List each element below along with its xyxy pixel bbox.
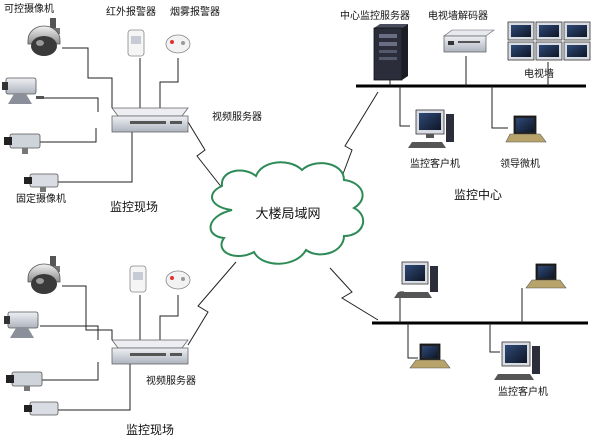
infrared-alarm-top-icon	[127, 29, 145, 57]
link-top-site-to-lan	[187, 121, 231, 199]
video-server-bottom-icon	[111, 339, 189, 365]
remote-laptop-1-icon	[525, 263, 567, 289]
box-camera-bottom-3-icon	[24, 401, 59, 416]
box-camera-top-2-icon	[4, 133, 41, 154]
decoder-label: 电视墙解码器	[428, 9, 488, 22]
video-server-bottom-label: 视频服务器	[146, 374, 196, 387]
dome-camera-label: 可控摄像机	[4, 2, 54, 15]
site-bottom-label: 监控现场	[126, 423, 174, 437]
link-lan-to-center	[339, 91, 379, 183]
link-lan-to-remote	[329, 267, 379, 321]
fixed-camera-label: 固定摄像机	[16, 192, 66, 205]
dome-camera-bottom-icon	[27, 256, 61, 294]
lan-cloud-shape	[209, 161, 365, 265]
tv-wall-label: 电视墙	[524, 67, 554, 80]
remote-client-label: 监控客户机	[498, 385, 548, 398]
dome-camera-top-icon	[27, 18, 61, 56]
lan-cloud: 大楼局域网	[209, 161, 365, 265]
smoke-alarm-top-icon	[165, 34, 191, 54]
link-bottom-site-to-lan	[187, 261, 237, 346]
remote-pc-2-icon	[494, 341, 540, 380]
leader-laptop-icon	[505, 115, 547, 143]
center-server-label: 中心监控服务器	[340, 9, 410, 22]
smoke-alarm-label: 烟雾报警器	[170, 5, 220, 18]
center-wiring	[389, 56, 549, 129]
leader-laptop-label: 领导微机	[500, 157, 540, 170]
lan-cloud-label: 大楼局域网	[255, 207, 320, 222]
tv-wall-decoder-icon	[443, 29, 495, 53]
center-label: 监控中心	[454, 187, 502, 202]
remote-pc-1-icon	[394, 261, 438, 298]
center-client-label: 监控客户机	[410, 157, 460, 170]
box-camera-bottom-2-icon	[6, 371, 43, 391]
tv-wall-icon	[507, 21, 591, 61]
video-server-top-icon	[111, 107, 189, 133]
video-server-top-label: 视频服务器	[212, 110, 262, 123]
site-top-wiring	[40, 47, 179, 183]
infrared-alarm-bottom-icon	[129, 265, 147, 293]
central-server-icon	[373, 24, 408, 81]
remote-laptop-2-icon	[409, 343, 451, 369]
infrared-alarm-label: 红外报警器	[106, 5, 156, 18]
box-camera-bottom-1-icon	[4, 311, 39, 338]
box-camera-top-1-icon	[2, 77, 44, 104]
site-bottom-wiring	[40, 285, 179, 411]
site-top-label: 监控现场	[110, 200, 158, 214]
center-client-pc-icon	[408, 109, 454, 148]
box-camera-top-3-icon	[24, 173, 59, 192]
smoke-alarm-bottom-icon	[165, 270, 191, 290]
